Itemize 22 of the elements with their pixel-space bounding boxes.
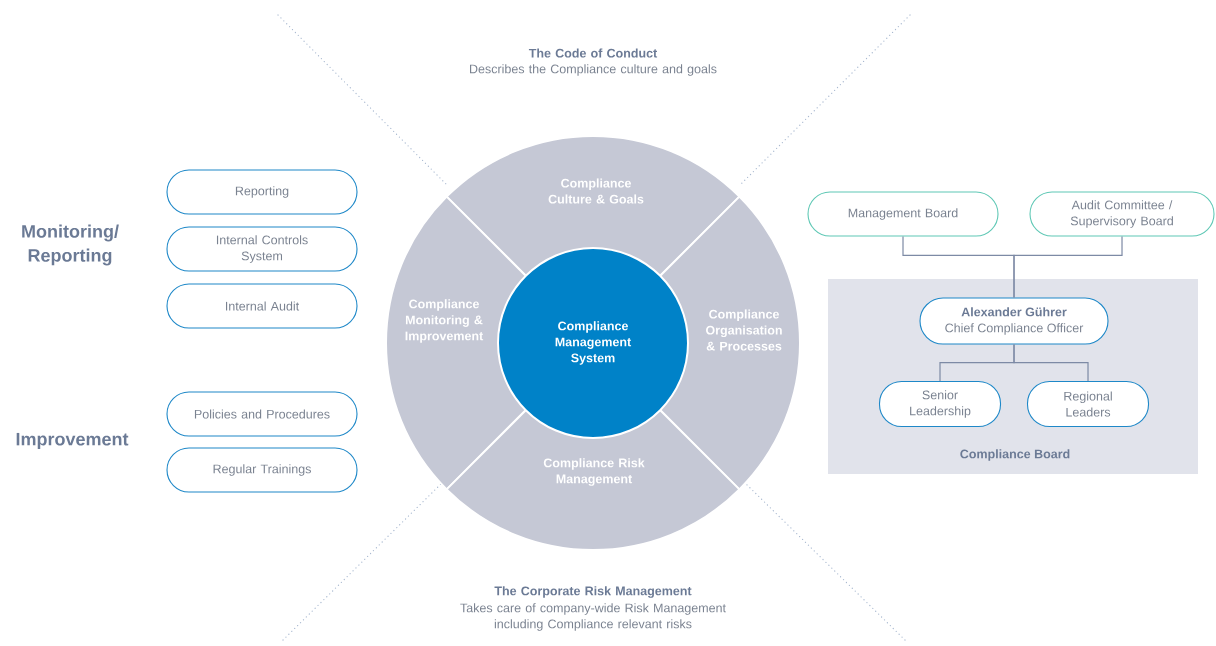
rounded-box: Internal Audit bbox=[166, 283, 358, 329]
ring-segment: Compliance Organisation & Processes bbox=[657, 195, 801, 491]
connector-line bbox=[1013, 343, 1089, 382]
rounded-box: Policies and Procedures bbox=[166, 391, 358, 437]
heading: The Corporate Risk Management bbox=[494, 586, 692, 598]
rounded-box: Alexander Gührer Chief Compliance Officer bbox=[919, 297, 1109, 345]
rounded-box: Audit Committee / Supervisory Board bbox=[1029, 191, 1215, 237]
side-heading: Improvement bbox=[16, 432, 129, 450]
ring-segment: Compliance Risk Management bbox=[445, 407, 741, 551]
ring-segment: Compliance Culture & Goals bbox=[445, 135, 741, 279]
heading: The Code of Conduct bbox=[528, 48, 658, 58]
rounded-box: Management Board bbox=[807, 191, 999, 237]
rounded-box: Regular Trainings bbox=[166, 447, 358, 493]
description: Describes the Compliance culture and goals bbox=[470, 64, 717, 76]
rounded-box: Internal Controls System bbox=[166, 226, 358, 272]
rounded-box: Reporting bbox=[166, 169, 358, 215]
connector-line bbox=[1013, 235, 1123, 299]
rounded-box: Regional Leaders bbox=[1026, 380, 1150, 428]
description: Takes care of company-wide Risk Management including Compliance relevant risks bbox=[460, 603, 726, 631]
ring-segment: Compliance Monitoring & Improvement bbox=[385, 195, 529, 491]
side-heading: Monitoring/ Reporting bbox=[22, 224, 119, 266]
rounded-box: Senior Leadership bbox=[878, 380, 1002, 428]
